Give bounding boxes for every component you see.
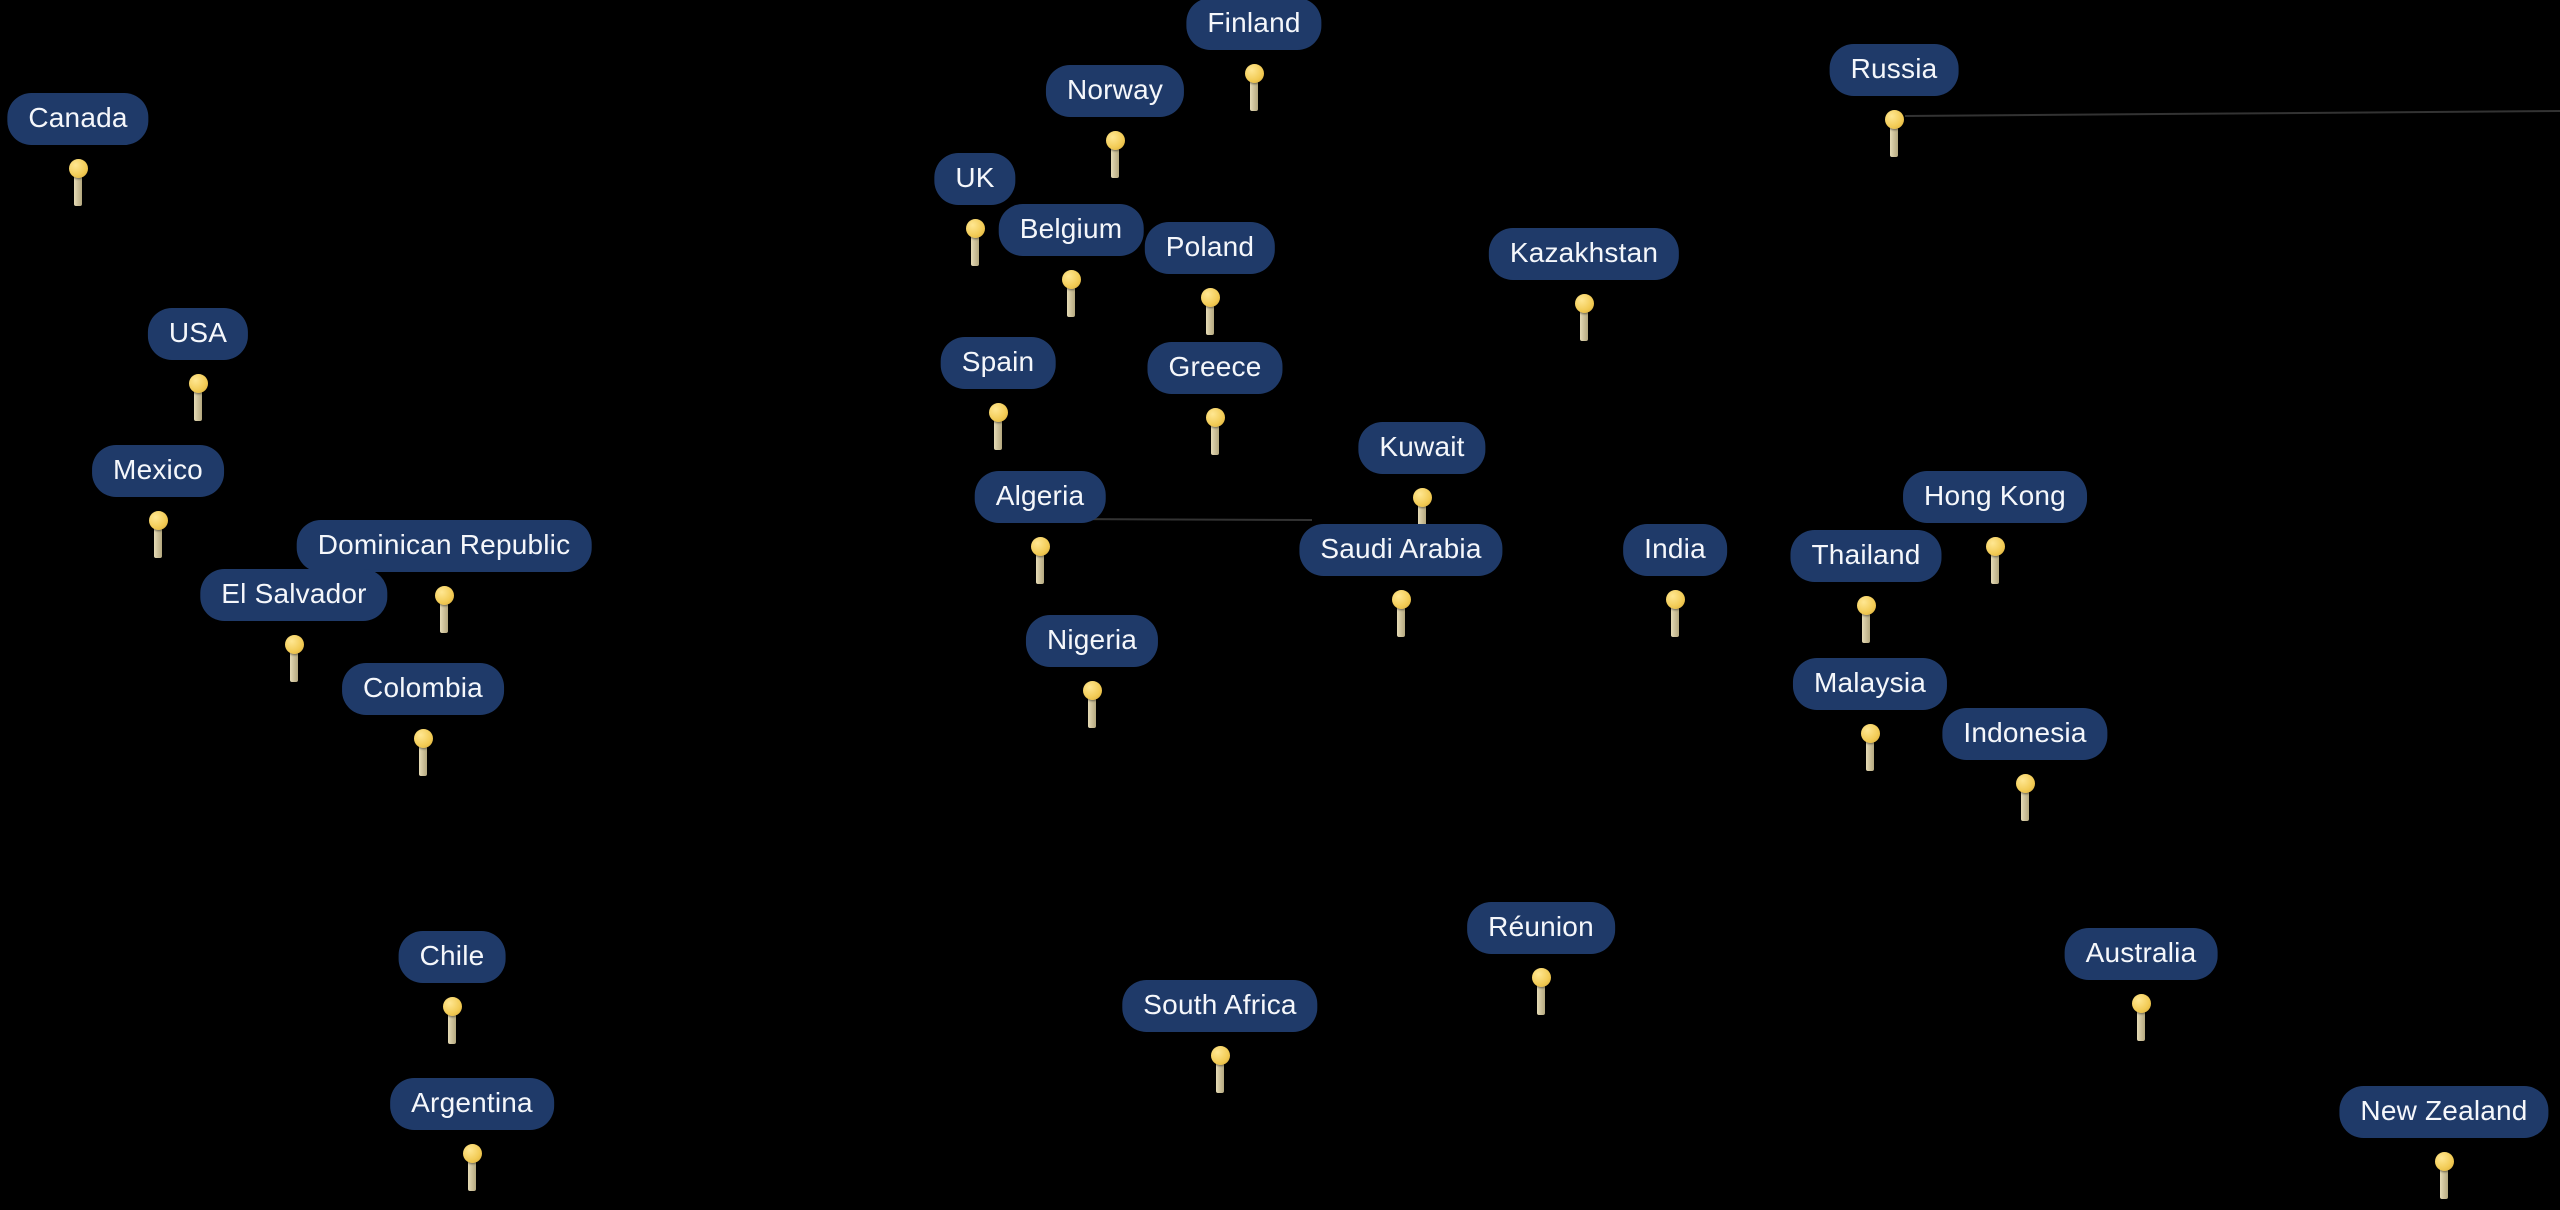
pin-stem bbox=[1418, 497, 1426, 535]
marker-label[interactable]: Norway bbox=[1045, 65, 1185, 117]
pin-head bbox=[1532, 968, 1551, 987]
pin-stem bbox=[440, 595, 448, 633]
pin-head bbox=[1083, 681, 1102, 700]
pin-head bbox=[149, 511, 168, 530]
pin-head bbox=[463, 1144, 482, 1163]
marker-label[interactable]: New Zealand bbox=[2339, 1086, 2549, 1138]
marker-label[interactable]: Malaysia bbox=[1792, 658, 1948, 710]
pin-head bbox=[2132, 994, 2151, 1013]
pin-head bbox=[1062, 270, 1081, 289]
marker-label[interactable]: Chile bbox=[398, 931, 506, 983]
pin-stem bbox=[1580, 303, 1588, 341]
pin-stem bbox=[154, 520, 162, 558]
pin-head bbox=[443, 997, 462, 1016]
marker-label[interactable]: Dominican Republic bbox=[296, 520, 592, 572]
marker-label[interactable]: Spain bbox=[940, 337, 1056, 389]
marker-label[interactable]: Réunion bbox=[1467, 902, 1615, 954]
marker-label[interactable]: Argentina bbox=[390, 1078, 554, 1130]
pin-stem bbox=[419, 738, 427, 776]
pin-stem bbox=[994, 412, 1002, 450]
pin-head bbox=[1885, 110, 1904, 129]
marker-label[interactable]: Algeria bbox=[974, 471, 1106, 523]
pin-head bbox=[989, 403, 1008, 422]
pin-stem bbox=[1671, 599, 1679, 637]
pin-head bbox=[1031, 537, 1050, 556]
pin-head bbox=[414, 729, 433, 748]
pin-stem bbox=[1537, 977, 1545, 1015]
pin-stem bbox=[971, 228, 979, 266]
pin-head bbox=[1861, 724, 1880, 743]
marker-label[interactable]: Kazakhstan bbox=[1488, 228, 1680, 280]
pin-head bbox=[1245, 64, 1264, 83]
marker-label[interactable]: UK bbox=[934, 153, 1016, 205]
pin-stem bbox=[1866, 733, 1874, 771]
pin-stem bbox=[1206, 297, 1214, 335]
marker-label[interactable]: Indonesia bbox=[1942, 708, 2108, 760]
pin-stem bbox=[1067, 279, 1075, 317]
pin-head bbox=[1106, 131, 1125, 150]
marker-label[interactable]: Saudi Arabia bbox=[1299, 524, 1503, 576]
pin-head bbox=[2016, 774, 2035, 793]
pin-stem bbox=[1890, 119, 1898, 157]
marker-label[interactable]: Belgium bbox=[998, 204, 1144, 256]
pin-stem bbox=[1111, 140, 1119, 178]
pin-stem bbox=[194, 383, 202, 421]
pin-head bbox=[2435, 1152, 2454, 1171]
pin-stem bbox=[1036, 546, 1044, 584]
pin-head bbox=[1211, 1046, 1230, 1065]
marker-label[interactable]: Russia bbox=[1829, 44, 1959, 96]
pin-head bbox=[966, 219, 985, 238]
marker-label[interactable]: Greece bbox=[1147, 342, 1283, 394]
pin-stem bbox=[468, 1153, 476, 1191]
marker-label[interactable]: India bbox=[1623, 524, 1727, 576]
marker-label[interactable]: Poland bbox=[1144, 222, 1276, 274]
marker-label[interactable]: Nigeria bbox=[1025, 615, 1159, 667]
pin-stem bbox=[2137, 1003, 2145, 1041]
pin-stem bbox=[1862, 605, 1870, 643]
marker-label[interactable]: Finland bbox=[1186, 0, 1322, 50]
pin-head bbox=[1201, 288, 1220, 307]
pin-stem bbox=[1088, 690, 1096, 728]
marker-label[interactable]: Colombia bbox=[342, 663, 504, 715]
pin-stem bbox=[1216, 1055, 1224, 1093]
marker-label[interactable]: USA bbox=[147, 308, 249, 360]
pin-stem bbox=[1397, 599, 1405, 637]
pin-stem bbox=[74, 168, 82, 206]
marker-label[interactable]: Canada bbox=[7, 93, 149, 145]
pin-head bbox=[1413, 488, 1432, 507]
pin-head bbox=[435, 586, 454, 605]
marker-label[interactable]: Kuwait bbox=[1358, 422, 1486, 474]
pin-head bbox=[1575, 294, 1594, 313]
pin-head bbox=[1857, 596, 1876, 615]
pin-stem bbox=[2440, 1161, 2448, 1199]
pin-stem bbox=[448, 1006, 456, 1044]
pin-head bbox=[1666, 590, 1685, 609]
pin-stem bbox=[1991, 546, 1999, 584]
pin-stem bbox=[2021, 783, 2029, 821]
pin-stem bbox=[1211, 417, 1219, 455]
pin-head bbox=[1206, 408, 1225, 427]
marker-label[interactable]: Mexico bbox=[92, 445, 224, 497]
marker-label[interactable]: Thailand bbox=[1790, 530, 1942, 582]
pin-stem bbox=[290, 644, 298, 682]
marker-label[interactable]: South Africa bbox=[1122, 980, 1318, 1032]
pin-stem bbox=[1250, 73, 1258, 111]
pin-head bbox=[69, 159, 88, 178]
marker-label[interactable]: Australia bbox=[2064, 928, 2218, 980]
pin-head bbox=[1986, 537, 2005, 556]
pin-head bbox=[1392, 590, 1411, 609]
marker-label[interactable]: El Salvador bbox=[200, 569, 388, 621]
pin-head bbox=[285, 635, 304, 654]
pin-head bbox=[189, 374, 208, 393]
marker-label[interactable]: Hong Kong bbox=[1903, 471, 2087, 523]
